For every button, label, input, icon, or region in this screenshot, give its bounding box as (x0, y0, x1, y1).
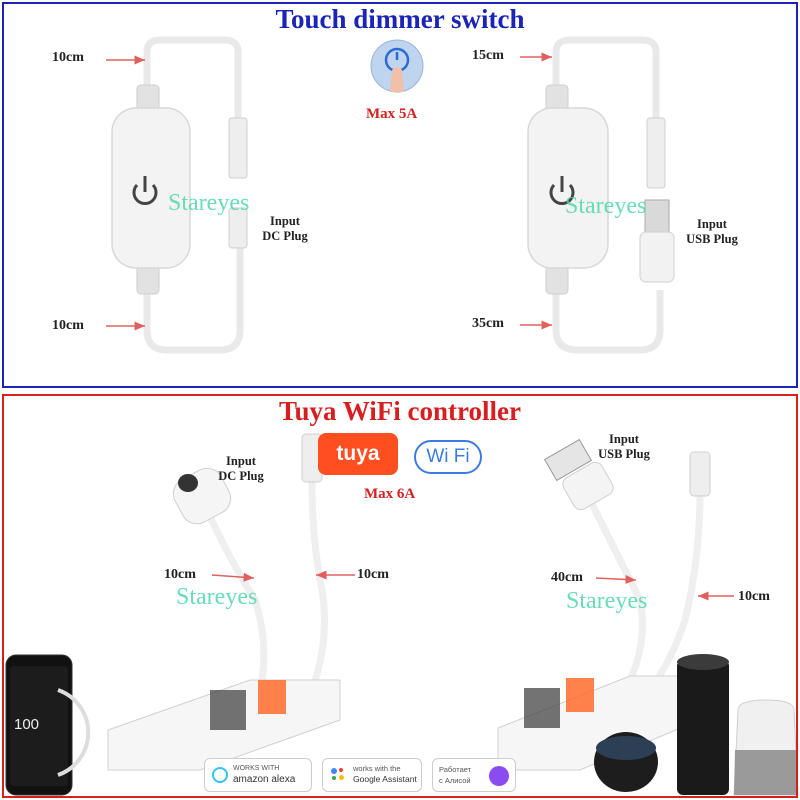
dimmer-body (111, 107, 191, 269)
amazon-echo (677, 654, 729, 795)
input-label-line2: USB Plug (598, 447, 650, 461)
phone-brightness-value: 100 (14, 716, 40, 733)
left-wifi-cable-left-length: 10cm (164, 567, 196, 582)
input-label-line2: USB Plug (686, 232, 738, 246)
badge-line1: works with the (353, 764, 401, 773)
dc-plug-bottom (228, 207, 248, 249)
left-dimmer-device (106, 36, 248, 354)
right-wifi-cable-left-length: 40cm (551, 570, 583, 585)
dc-plug-top (228, 117, 248, 179)
right-wifi-input-label: Input USB Plug (584, 432, 664, 462)
right-dimmer-device (520, 36, 675, 354)
right-input-label: Input USB Plug (672, 217, 752, 247)
input-label-line2: DC Plug (218, 469, 264, 483)
bottom-panel-title: Tuya WiFi controller (278, 396, 522, 426)
input-label-line1: Input (609, 432, 639, 446)
smartphone (5, 654, 91, 796)
alice-badge: Работает с Алисой (432, 758, 516, 792)
bottom-max-rating: Max 6A (364, 486, 416, 502)
dc-plug (689, 451, 711, 497)
alexa-icon (212, 767, 228, 783)
usb-plug (639, 199, 675, 283)
input-label-line1: Input (226, 454, 256, 468)
right-cable-top-length: 15cm (472, 48, 504, 63)
left-wifi-input-label: Input DC Plug (206, 454, 276, 484)
left-wifi-controller (107, 433, 355, 771)
left-input-label: Input DC Plug (250, 214, 320, 244)
watermark: Stareyes (168, 190, 250, 216)
touch-dimmer-panel (2, 2, 798, 388)
right-wifi-controller (497, 438, 734, 771)
left-wifi-cable-right-length: 10cm (357, 567, 389, 582)
input-label-line2: DC Plug (262, 229, 308, 243)
top-max-rating: Max 5A (366, 106, 418, 122)
dc-plug (646, 117, 666, 189)
left-cable-bottom-length: 10cm (52, 318, 84, 333)
watermark: Stareyes (565, 193, 647, 219)
qr-code (524, 688, 560, 728)
right-cable-bottom-length: 35cm (472, 316, 504, 331)
badge-line2: amazon alexa (233, 774, 296, 785)
watermark: Stareyes (566, 588, 648, 614)
badge-line2: Google Assistant (353, 774, 417, 784)
top-panel-title: Touch dimmer switch (275, 4, 525, 34)
input-label-line1: Input (270, 214, 300, 228)
badge-line2: с Алисой (439, 776, 471, 785)
tuya-wifi-panel (2, 394, 798, 798)
input-label-line1: Input (697, 217, 727, 231)
watermark: Stareyes (176, 584, 258, 610)
power-icon (132, 176, 158, 205)
badge-line1: WORKS WITH (233, 765, 280, 772)
wifi-logo: Wi Fi (414, 440, 482, 474)
power-icon (549, 176, 575, 205)
alice-icon (489, 766, 509, 786)
google-assistant-icon (331, 768, 345, 782)
dimmer-body (527, 107, 609, 269)
dc-socket (172, 467, 232, 525)
google-assistant-badge: works with the Google Assistant (322, 758, 422, 792)
badge-line1: Работает (439, 765, 472, 774)
google-home (733, 699, 799, 796)
echo-dot (594, 732, 658, 792)
left-cable-top-length: 10cm (52, 50, 84, 65)
tuya-logo: tuya (318, 433, 398, 475)
controller-label (258, 680, 286, 714)
usb-plug (543, 438, 614, 511)
right-wifi-cable-right-length: 10cm (738, 589, 770, 604)
alexa-badge: WORKS WITH amazon alexa (204, 758, 312, 792)
controller-label (566, 678, 594, 712)
qr-code (210, 690, 246, 730)
touch-hand-icon (370, 39, 424, 93)
